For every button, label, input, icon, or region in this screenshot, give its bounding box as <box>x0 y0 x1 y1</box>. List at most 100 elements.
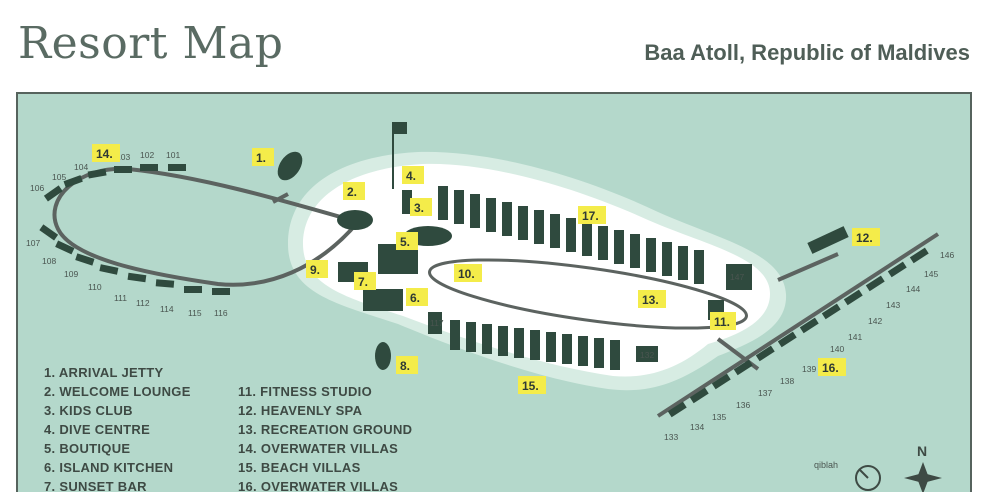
villa-num: 116 <box>214 308 228 318</box>
villa-num: 135 <box>712 412 726 422</box>
svg-text:15.: 15. <box>522 379 539 393</box>
tag-overwater-villas-14[interactable]: 14. <box>92 144 120 162</box>
tag-dive-centre[interactable]: 4. <box>402 166 424 184</box>
tag-sunset-bar[interactable]: 7. <box>354 272 376 290</box>
tag-heavenly-spa[interactable]: 12. <box>852 228 880 246</box>
villa-num: 140 <box>830 344 844 354</box>
legend-item: 2. WELCOME LOUNGE <box>44 384 191 399</box>
villa-132-building <box>636 346 658 362</box>
tag-arrival-jetty[interactable]: 1. <box>252 148 274 166</box>
villa-num: 142 <box>868 316 882 326</box>
villa-num: 134 <box>690 422 704 432</box>
villa-num: 145 <box>924 269 938 279</box>
villa-num: 144 <box>906 284 920 294</box>
villa-num: 141 <box>848 332 862 342</box>
legend-item: 3. KIDS CLUB <box>44 403 133 418</box>
legend-right: 11. FITNESS STUDIO 12. HEAVENLY SPA 13. … <box>238 384 412 492</box>
svg-text:9.: 9. <box>310 263 320 277</box>
villa-num: 109 <box>64 269 78 279</box>
svg-text:17.: 17. <box>582 209 599 223</box>
legend-left: 1. ARRIVAL JETTY 2. WELCOME LOUNGE 3. KI… <box>44 365 191 492</box>
legend-item: 14. OVERWATER VILLAS <box>238 441 398 456</box>
legend-item: 11. FITNESS STUDIO <box>238 384 372 399</box>
villa-num: 111 <box>114 293 127 303</box>
dive-centre-building <box>402 190 412 214</box>
villa-num: 106 <box>30 183 44 193</box>
villa-num: 146 <box>940 250 954 260</box>
legend-item: 15. BEACH VILLAS <box>238 460 361 475</box>
heavenly-spa-building <box>807 226 849 254</box>
tag-island-kitchen[interactable]: 6. <box>406 288 428 306</box>
tag-overwater-villas-16[interactable]: 16. <box>818 358 846 376</box>
legend-item: 6. ISLAND KITCHEN <box>44 460 173 475</box>
svg-text:11.: 11. <box>714 315 730 329</box>
map-canvas: 101 102 103 104 105 106 107 108 109 110 … <box>26 122 954 492</box>
north-label: N <box>917 443 927 459</box>
svg-text:3.: 3. <box>414 201 424 215</box>
svg-text:13.: 13. <box>642 293 659 307</box>
tag-recreation-ground[interactable]: 13. <box>638 290 666 308</box>
map-tags: 1. 2. 3. 4. 5. 6. 7. 8. 9. 10. 11. 12. 1… <box>92 144 880 394</box>
villa-num: 132 <box>640 350 654 360</box>
villa-num: 143 <box>886 300 900 310</box>
tag-boutique[interactable]: 5. <box>396 232 418 250</box>
right-villa-walkway <box>656 232 940 418</box>
svg-text:2.: 2. <box>347 185 357 199</box>
tag-10[interactable]: 10. <box>454 264 482 282</box>
svg-text:5.: 5. <box>400 235 410 249</box>
villa-num: 138 <box>780 376 794 386</box>
tag-kids-club[interactable]: 3. <box>410 198 432 216</box>
villa-num: 104 <box>74 162 88 172</box>
villa-num: 102 <box>140 150 154 160</box>
legend-item: 12. HEAVENLY SPA <box>238 403 363 418</box>
legend-item: 5. BOUTIQUE <box>44 441 130 456</box>
tag-9[interactable]: 9. <box>306 260 328 278</box>
villa-num: 112 <box>136 298 150 308</box>
left-villa-walkway <box>52 166 360 287</box>
legend-item: 4. DIVE CENTRE <box>44 422 150 437</box>
tag-fitness-studio[interactable]: 11. <box>710 312 736 330</box>
north-arrow-icon: N <box>904 443 942 492</box>
villa-numbers-right: 133 134 135 136 137 138 139 140 141 142 … <box>664 250 954 442</box>
villa-num: 147 <box>730 272 744 282</box>
svg-text:4.: 4. <box>406 169 416 183</box>
qibla-label: qiblah <box>814 460 838 470</box>
tag-beach-villas[interactable]: 15. <box>518 376 546 394</box>
arrival-jetty-path <box>272 192 289 204</box>
flag-icon <box>392 122 407 189</box>
svg-text:8.: 8. <box>400 359 410 373</box>
qibla-indicator: qiblah <box>814 460 881 491</box>
svg-text:10.: 10. <box>458 267 475 281</box>
villa-num: 103 <box>116 152 130 162</box>
legend-item: 16. OVERWATER VILLAS <box>238 479 398 492</box>
tag-welcome-lounge[interactable]: 2. <box>343 182 365 200</box>
villa-num: 105 <box>52 172 66 182</box>
villa-num: 117 <box>430 318 444 328</box>
tag-8[interactable]: 8. <box>396 356 418 374</box>
villa-num: 108 <box>42 256 56 266</box>
villa-num: 115 <box>188 308 202 318</box>
spa-walkway <box>777 252 839 282</box>
legend-item: 13. RECREATION GROUND <box>238 422 412 437</box>
svg-text:16.: 16. <box>822 361 839 375</box>
villa-num: 107 <box>26 238 40 248</box>
svg-text:7.: 7. <box>358 275 368 289</box>
villa-num: 114 <box>160 304 174 314</box>
page-title: Resort Map <box>18 18 284 69</box>
villa-num: 101 <box>166 150 180 160</box>
beach-villas-bottom-row <box>450 320 620 370</box>
restaurant-8-building <box>375 342 391 370</box>
svg-text:14.: 14. <box>96 147 113 161</box>
island-kitchen-building <box>363 289 403 311</box>
villa-num: 133 <box>664 432 678 442</box>
overwater-villas-right <box>667 247 929 418</box>
legend-item: 1. ARRIVAL JETTY <box>44 365 163 380</box>
villa-num: 137 <box>758 388 772 398</box>
tag-17[interactable]: 17. <box>578 206 606 224</box>
villa-num: 139 <box>802 364 816 374</box>
resort-map: 101 102 103 104 105 106 107 108 109 110 … <box>16 92 972 492</box>
svg-text:6.: 6. <box>410 291 420 305</box>
svg-text:1.: 1. <box>256 151 266 165</box>
beach-villas-top-row <box>438 186 704 284</box>
villa-117-building <box>428 312 442 334</box>
